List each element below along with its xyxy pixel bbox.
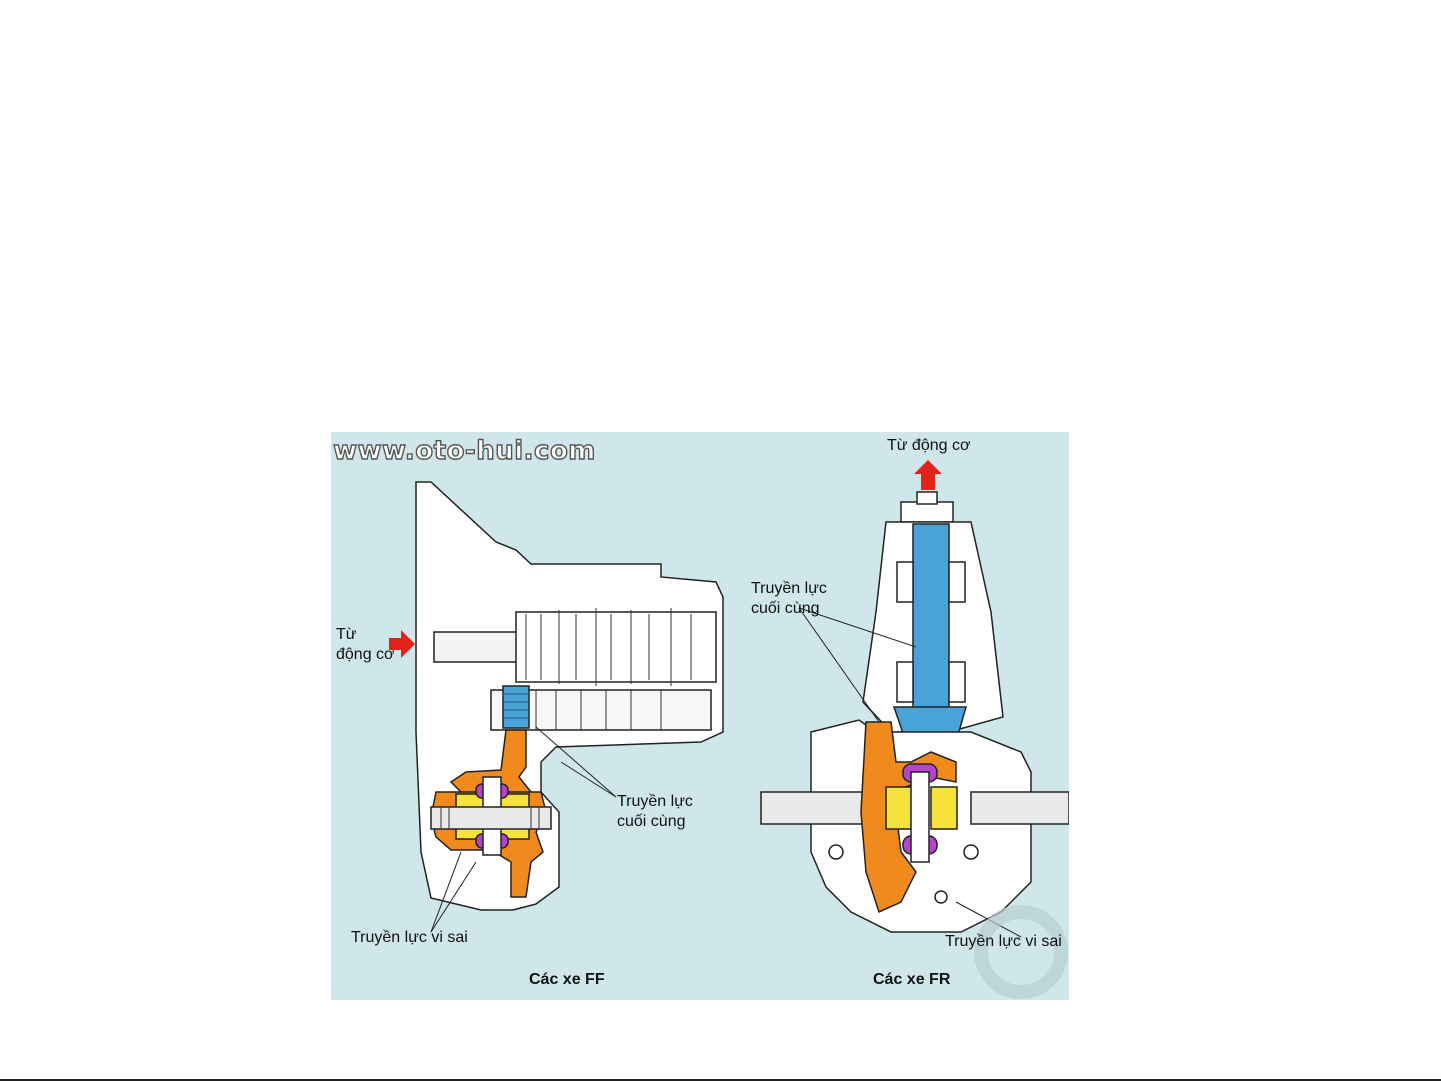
fr-side-gear-right [931,787,957,829]
fr-flange [901,502,953,522]
fr-final-drive-label: Truyền lực cuối cùng [751,579,827,619]
ff-drive-pinion [503,686,529,728]
fr-side-gear-left [886,787,912,829]
fr-input-label: Từ động cơ [887,436,970,456]
fr-pinion-shaft [913,524,949,709]
fr-caption: Các xe FR [873,970,950,990]
arrow-up-icon [914,460,942,490]
fr-differential-label: Truyền lực vi sai [945,932,1062,952]
diagram-panel: www.oto-hui.com Từ động cơ Truyền lực cu… [331,432,1069,1000]
fr-right-axle [971,792,1069,824]
ff-differential-label: Truyền lực vi sai [351,928,468,948]
site-watermark: www.oto-hui.com [333,436,596,466]
ff-input-label: Từ động cơ [336,625,395,665]
ff-gear-pack [516,612,716,682]
fr-differential [761,492,1069,932]
gear-watermark-icon [981,912,1061,992]
ff-final-drive-label: Truyền lực cuối cùng [617,792,693,832]
ff-caption: Các xe FF [529,970,605,990]
fr-diff-shaft [911,772,929,862]
diagram-drawing [331,432,1069,1000]
ff-transaxle [416,482,723,910]
